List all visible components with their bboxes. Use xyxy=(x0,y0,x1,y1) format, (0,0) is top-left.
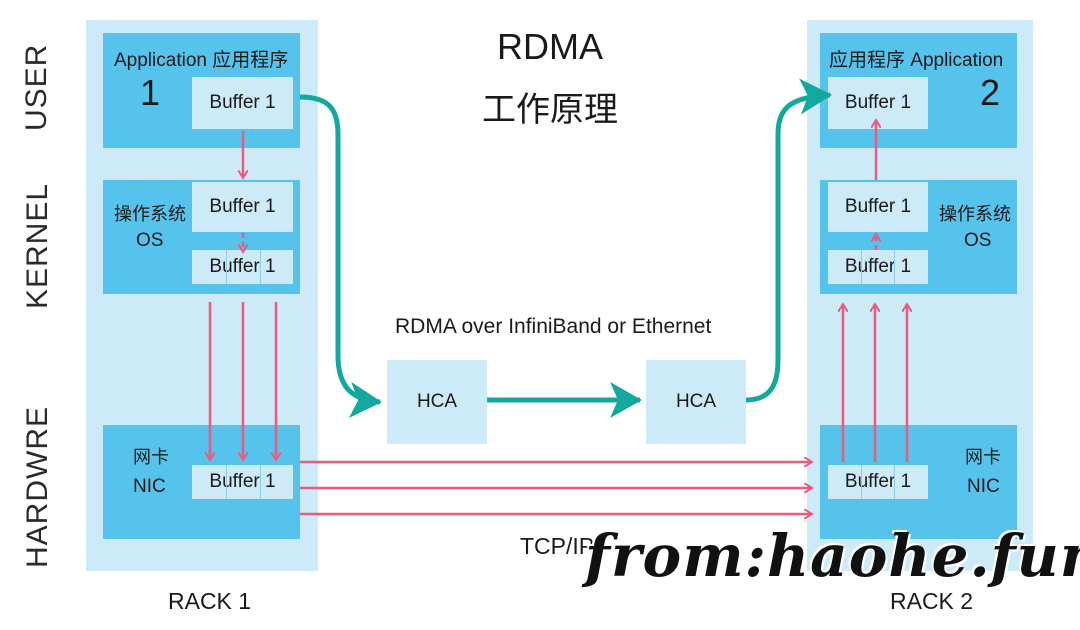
rack-2-os-label-en: OS xyxy=(964,230,992,251)
rack-2-os-buffer-top: Buffer 1 xyxy=(828,182,928,232)
rack-1-nic-label-cn: 网卡 xyxy=(133,447,169,467)
rack-2-number: 2 xyxy=(980,72,1001,113)
watermark: from:haohe.fun xyxy=(585,522,1080,590)
rdma-path-label: RDMA over InfiniBand or Ethernet xyxy=(395,315,712,338)
rack-2-label: RACK 2 xyxy=(890,588,974,614)
rack-1-os-buffer-top: Buffer 1 xyxy=(192,182,293,232)
r1-nic-buffer-divider-2 xyxy=(260,465,261,499)
hca-right: HCA xyxy=(646,360,746,444)
rack-1-application-label: Application 应用程序 xyxy=(114,50,289,71)
diagram-title: RDMA xyxy=(497,26,603,67)
r1-nic-buffer-divider-1 xyxy=(226,465,227,499)
rack-1-app-buffer: Buffer 1 xyxy=(192,77,293,129)
r2-nic-buffer-divider-2 xyxy=(894,465,895,499)
rdma-arrow-app-to-hca xyxy=(299,94,382,418)
r2-nic-buffer-divider-1 xyxy=(861,465,862,499)
rack-2-nic-label-cn: 网卡 xyxy=(965,447,1001,467)
r1-os-buffer-divider-2 xyxy=(260,250,261,284)
rack-1-os-buffer-bottom: Buffer 1 xyxy=(192,250,293,284)
r2-os-buffer-divider-1 xyxy=(861,250,862,284)
rack-1-nic-label-en: NIC xyxy=(133,476,166,497)
hca-left: HCA xyxy=(387,360,487,444)
rack-1-label: RACK 1 xyxy=(168,588,252,614)
diagram-subtitle: 工作原理 xyxy=(482,91,618,129)
rdma-arrow-hca-to-app xyxy=(745,78,832,403)
rack-2-os-label-cn: 操作系统 xyxy=(939,204,1011,224)
rack-1-number: 1 xyxy=(140,72,161,113)
r1-os-buffer-divider-1 xyxy=(226,250,227,284)
rack-1-os-label-en: OS xyxy=(136,230,164,251)
rack-2-nic-label-en: NIC xyxy=(967,476,1000,497)
tcp-ip-label: TCP/IP xyxy=(520,533,595,559)
r2-os-buffer-divider-2 xyxy=(894,250,895,284)
rack-2-application-label: 应用程序 Application xyxy=(829,50,1004,71)
rack-1-os-label-cn: 操作系统 xyxy=(114,204,186,224)
rack-1-nic-buffer: Buffer 1 xyxy=(192,465,293,499)
